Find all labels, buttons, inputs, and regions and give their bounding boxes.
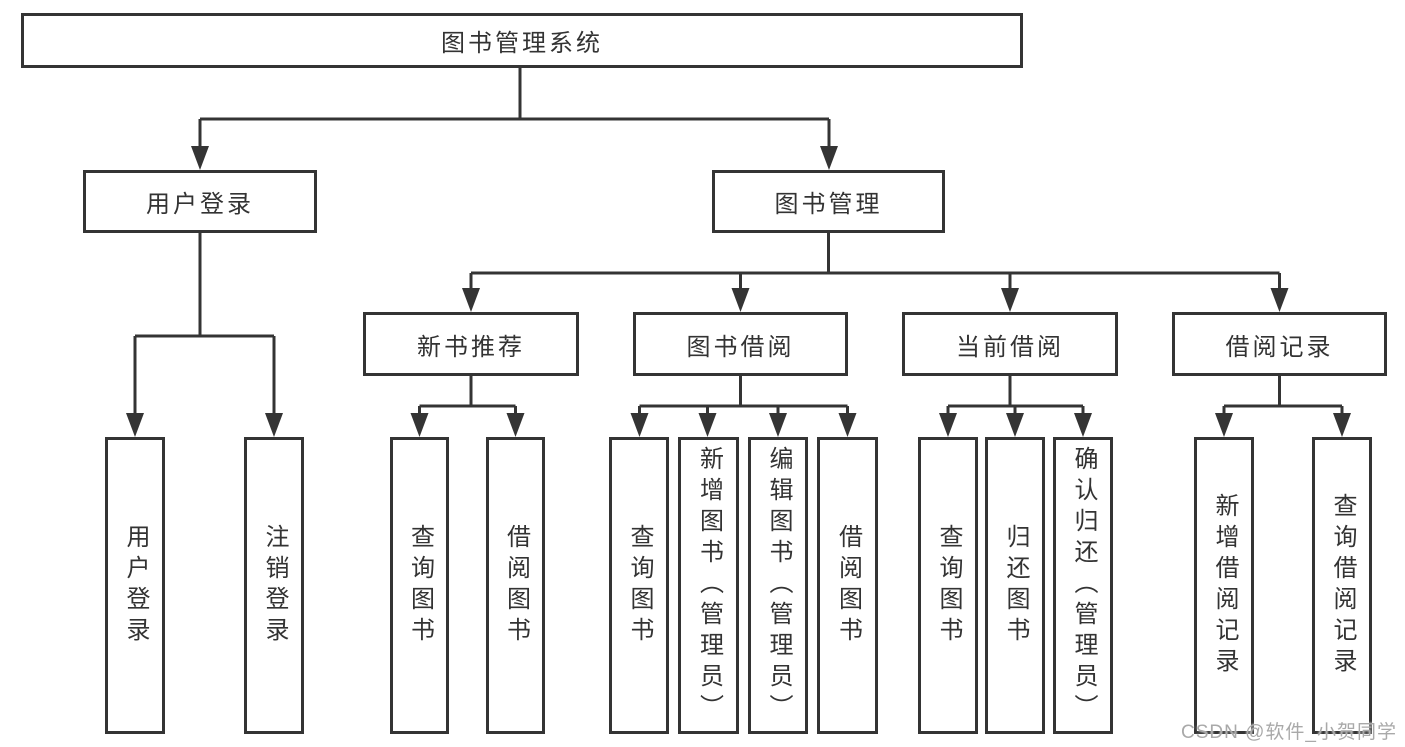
leaf-logout: 注销登录: [244, 437, 304, 734]
arrowhead: [1215, 413, 1233, 437]
leaf-query-borrow-record: 查询借阅记录: [1312, 437, 1372, 734]
leaf-edit-books-admin: 编辑图书（管理员）: [748, 437, 808, 734]
node-library-management-system: 图书管理系统: [21, 13, 1023, 68]
leaf-label: 编辑图书（管理员）: [765, 446, 792, 725]
leaf-return-books: 归还图书: [985, 437, 1045, 734]
leaf-label: 归还图书: [1002, 523, 1029, 648]
node-user-login: 用户登录: [83, 170, 317, 233]
arrowhead: [838, 413, 857, 437]
node-book-management: 图书管理: [712, 170, 945, 233]
leaf-label: 查询图书: [626, 523, 653, 648]
node-book-borrowing: 图书借阅: [633, 312, 848, 376]
arrowhead: [698, 413, 717, 437]
leaf-confirm-return-admin: 确认归还（管理员）: [1053, 437, 1113, 734]
arrowhead: [462, 288, 480, 312]
arrowhead: [1270, 288, 1289, 312]
node-new-book-recommendation: 新书推荐: [363, 312, 579, 376]
arrowhead: [1074, 413, 1092, 437]
arrowhead: [1001, 288, 1019, 312]
leaf-query-books-current: 查询图书: [918, 437, 978, 734]
leaf-user-login: 用户登录: [105, 437, 165, 734]
leaf-label: 确认归还（管理员）: [1070, 446, 1097, 725]
arrowhead: [1333, 413, 1351, 437]
leaf-label: 查询借阅记录: [1329, 492, 1356, 679]
leaf-add-books-admin: 新增图书（管理员）: [678, 437, 739, 734]
leaf-label: 新增图书（管理员）: [695, 446, 723, 725]
leaf-query-books-borrow: 查询图书: [609, 437, 669, 734]
leaf-label: 用户登录: [122, 523, 149, 648]
leaf-query-books-recommend: 查询图书: [390, 437, 449, 734]
leaf-borrow-books-recommend: 借阅图书: [486, 437, 545, 734]
node-current-borrowing: 当前借阅: [902, 312, 1118, 376]
arrowhead: [731, 288, 750, 312]
leaf-label: 查询图书: [935, 523, 962, 648]
leaf-add-borrow-record: 新增借阅记录: [1194, 437, 1254, 734]
arrowhead: [506, 413, 525, 437]
arrowhead: [820, 146, 838, 170]
arrowhead: [126, 413, 144, 437]
arrowhead: [1006, 413, 1024, 437]
arrowhead: [939, 413, 957, 437]
node-borrowing-records: 借阅记录: [1172, 312, 1387, 376]
arrowhead: [265, 413, 283, 437]
leaf-label: 注销登录: [261, 523, 288, 648]
leaf-label: 查询图书: [406, 523, 434, 648]
leaf-label: 借阅图书: [502, 523, 530, 648]
arrowhead: [191, 146, 209, 170]
leaf-label: 新增借阅记录: [1211, 492, 1238, 679]
leaf-label: 借阅图书: [834, 523, 862, 648]
arrowhead: [769, 413, 787, 437]
arrowhead: [410, 413, 429, 437]
arrowhead: [630, 413, 649, 437]
leaf-borrow-books: 借阅图书: [817, 437, 878, 734]
watermark: CSDN @软件_小贺同学: [1181, 722, 1397, 743]
